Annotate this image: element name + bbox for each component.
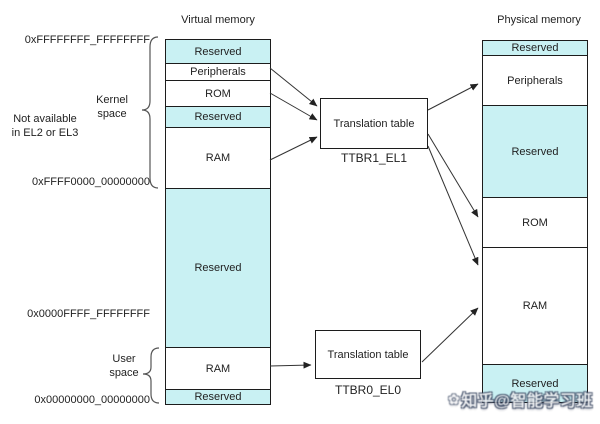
not-available-note: Not available in EL2 or EL3 bbox=[11, 113, 79, 139]
translation-table-ttbr0: Translation table bbox=[315, 330, 421, 379]
vm-block-ram-user: RAM bbox=[165, 347, 271, 390]
arrow-ttbr1-to-pm-peripherals bbox=[427, 83, 479, 111]
vm-block-reserved-bottom: Reserved bbox=[165, 389, 271, 405]
vm-block-peripherals: Peripherals bbox=[165, 63, 271, 81]
translation-table-ttbr1: Translation table bbox=[320, 98, 428, 149]
address-kernel-bottom: 0xFFFF0000_00000000 bbox=[31, 176, 150, 188]
watermark-text: 知乎@智能学习班 bbox=[461, 393, 593, 410]
arrow-ttbr1-to-pm-rom bbox=[427, 133, 479, 218]
watermark: ✿ 知乎@智能学习班 bbox=[448, 386, 600, 412]
vm-block-reserved-top: Reserved bbox=[165, 39, 271, 64]
address-user-top: 0x0000FFFF_FFFFFFFF bbox=[27, 308, 150, 320]
pm-block-ram: RAM bbox=[482, 247, 588, 365]
physical-memory-title: Physical memory bbox=[497, 14, 581, 26]
address-top: 0xFFFFFFFF_FFFFFFFF bbox=[24, 34, 150, 46]
pm-block-reserved-mid: Reserved bbox=[482, 105, 588, 198]
vm-block-reserved-kernel: Reserved bbox=[165, 106, 271, 128]
arrow-vm-userram-to-ttbr0 bbox=[269, 361, 312, 369]
user-space-label: User space bbox=[109, 353, 139, 379]
arrow-vm-peripherals-to-ttbr1 bbox=[269, 67, 318, 107]
pm-block-reserved-bottom: Reserved bbox=[482, 364, 588, 403]
pm-block-rom: ROM bbox=[482, 197, 588, 248]
pm-block-reserved-top: Reserved bbox=[482, 40, 588, 56]
arrow-ttbr1-to-pm-ram bbox=[427, 145, 479, 266]
watermark-logo-icon: ✿ bbox=[448, 390, 461, 407]
vm-block-ram-kernel: RAM bbox=[165, 127, 271, 189]
pm-block-peripherals: Peripherals bbox=[482, 55, 588, 106]
ttbr0-register-label: TTBR0_EL0 bbox=[334, 383, 402, 397]
arrow-vm-ram-to-ttbr1 bbox=[269, 136, 318, 161]
kernel-space-label: Kernel space bbox=[96, 94, 128, 120]
vm-block-reserved-middle: Reserved bbox=[165, 188, 271, 348]
virtual-memory-title: Virtual memory bbox=[181, 14, 255, 26]
address-bottom: 0x00000000_00000000 bbox=[34, 394, 150, 406]
arrow-vm-rom-to-ttbr1 bbox=[269, 92, 318, 121]
kernel-space-brace bbox=[141, 36, 159, 189]
vm-block-rom: ROM bbox=[165, 80, 271, 107]
ttbr1-register-label: TTBR1_EL1 bbox=[340, 151, 408, 165]
arrow-ttbr0-to-pm-ram bbox=[421, 307, 479, 363]
